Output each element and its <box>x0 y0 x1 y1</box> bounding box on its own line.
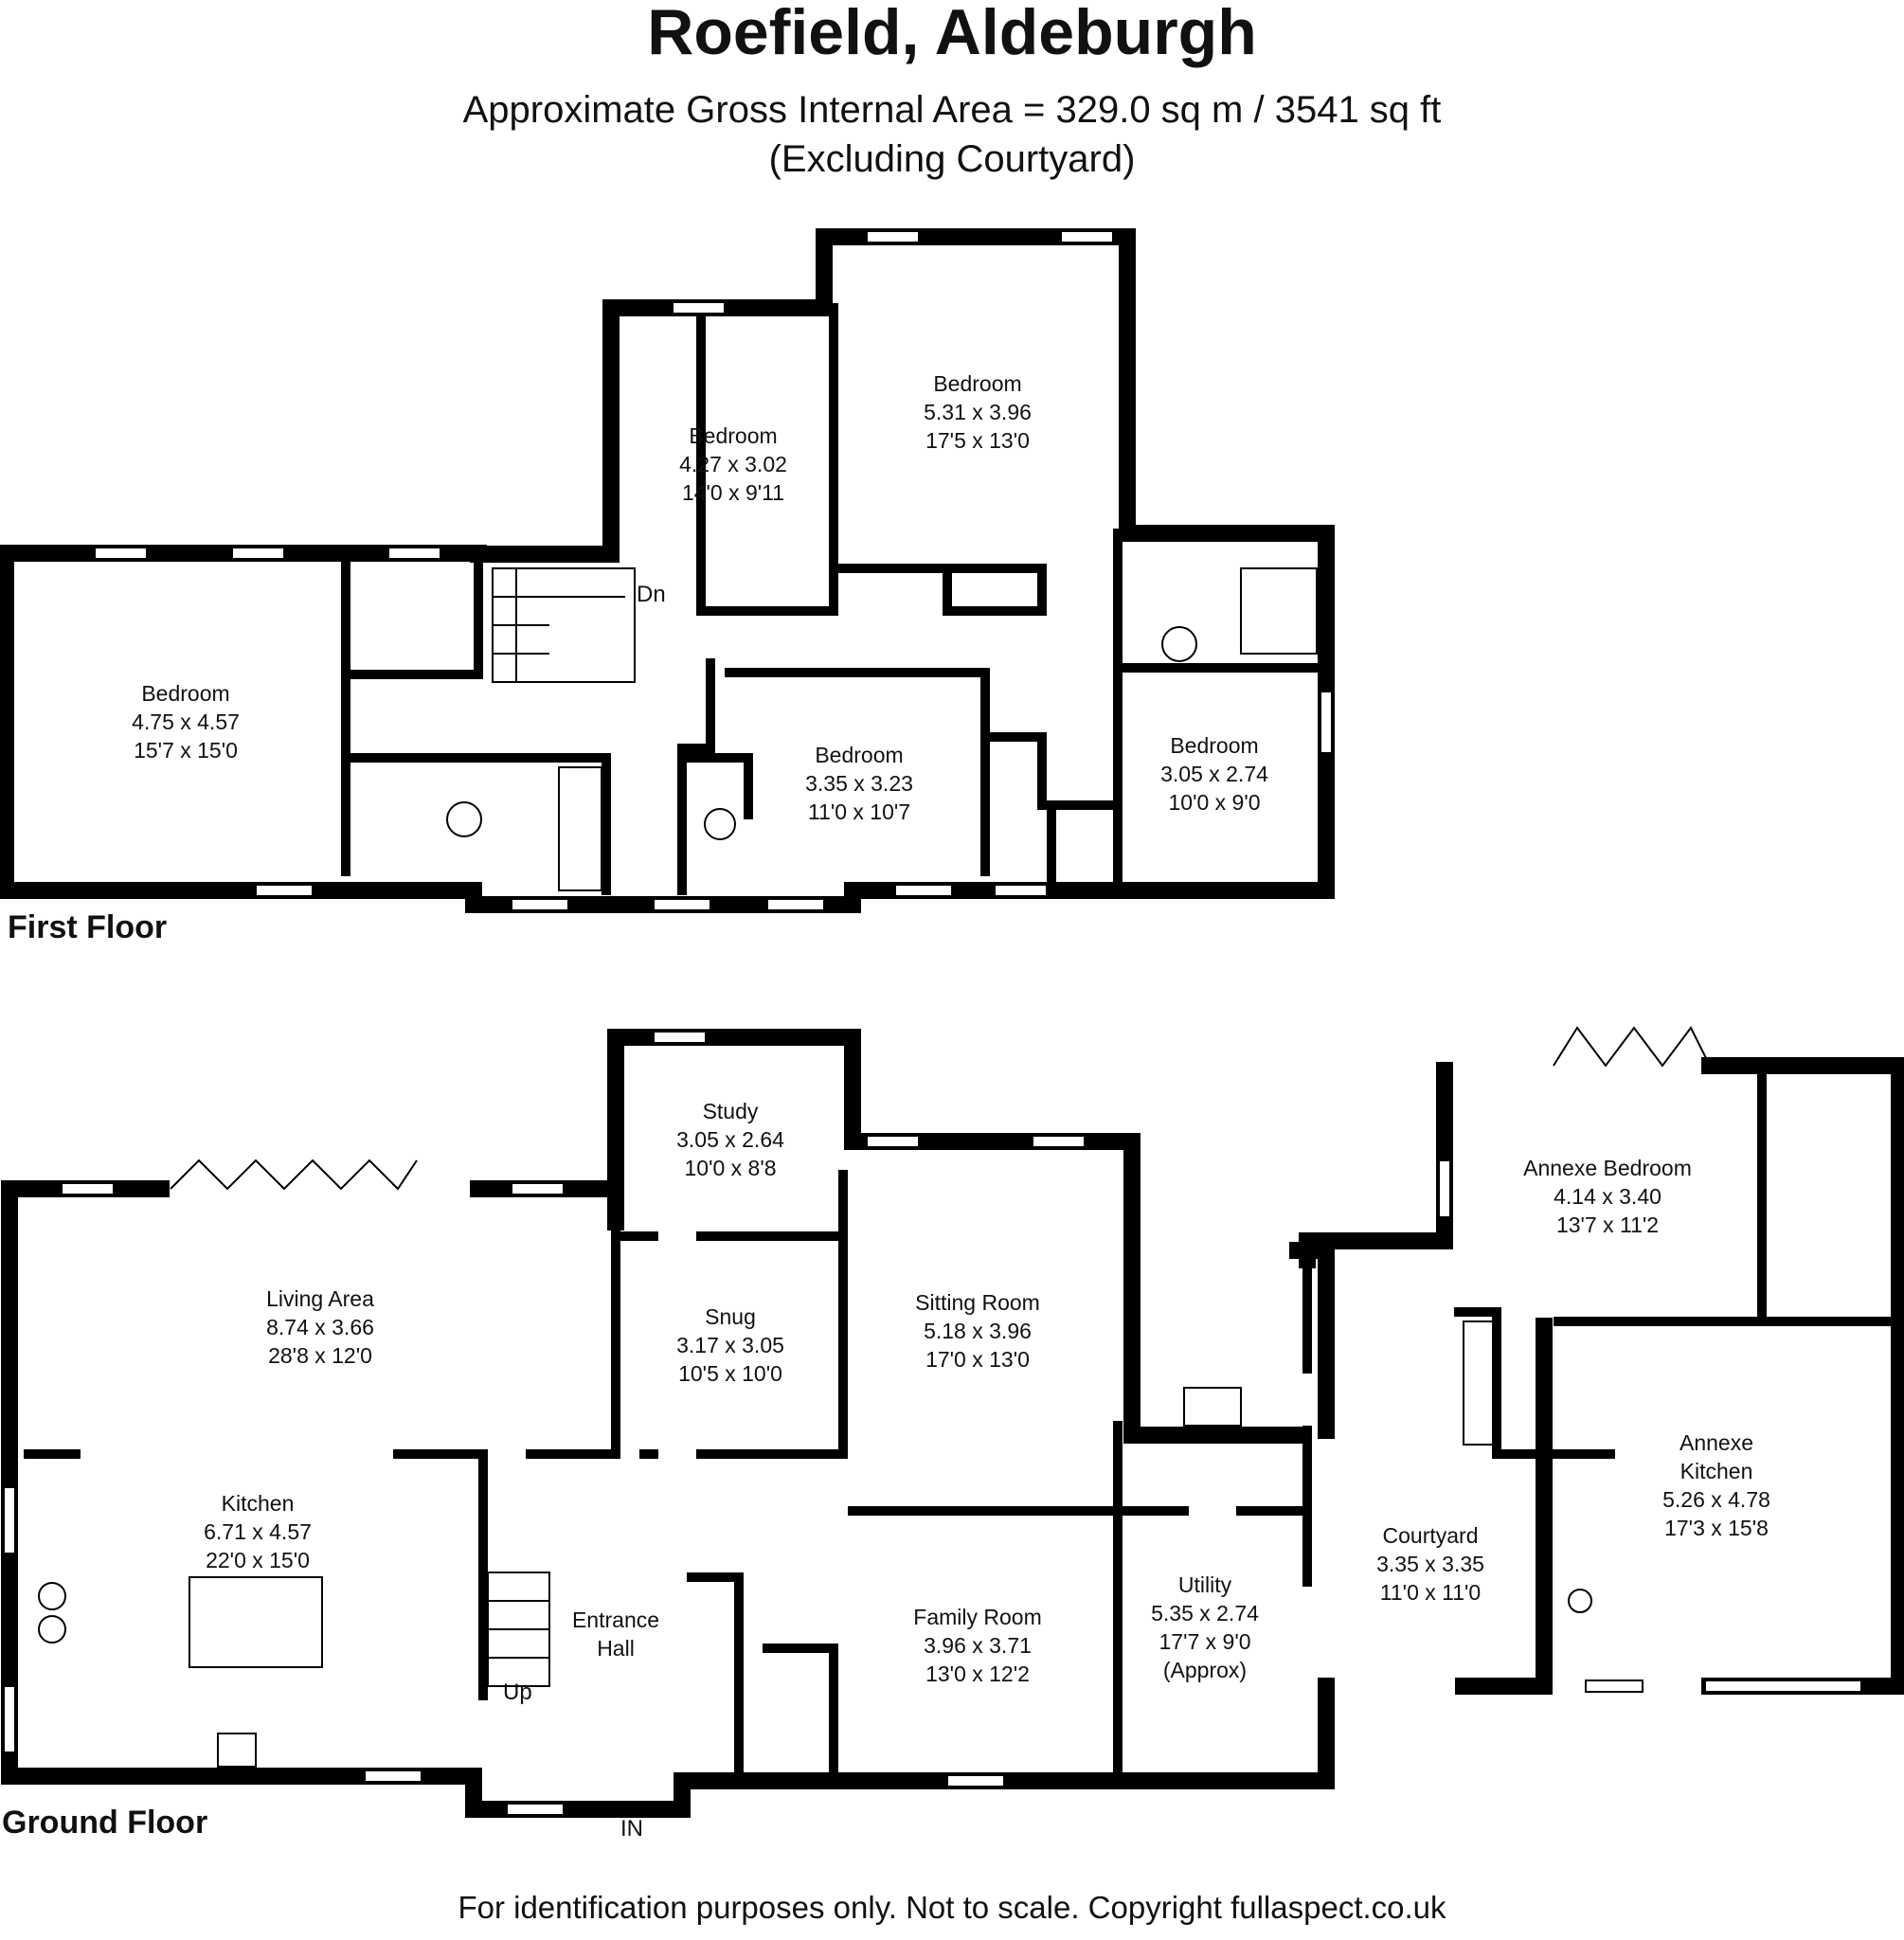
room-name: Courtyard <box>1382 1523 1479 1548</box>
area-note: (Excluding Courtyard) <box>768 138 1136 180</box>
room-imperial: 10'0 x 9'0 <box>1168 790 1261 815</box>
room-metric: 3.05 x 2.74 <box>1160 762 1268 786</box>
room-metric: 5.35 x 2.74 <box>1151 1601 1259 1626</box>
stairs-down-label: Dn <box>637 582 666 607</box>
copyright-footer: For identification purposes only. Not to… <box>458 1890 1446 1925</box>
room-name: Bedroom <box>1170 733 1259 758</box>
room-name: Family Room <box>913 1605 1042 1629</box>
room-imperial: 10'5 x 10'0 <box>678 1361 782 1386</box>
room-imperial: 17'5 x 13'0 <box>925 428 1030 453</box>
first-bedroom-3: Bedroom 5.31 x 3.96 17'5 x 13'0 <box>924 369 1032 455</box>
living-area: Living Area 8.74 x 3.66 28'8 x 12'0 <box>266 1284 374 1370</box>
room-name-line2: Hall <box>597 1636 635 1661</box>
room-imperial: 15'7 x 15'0 <box>134 738 238 763</box>
room-name: Living Area <box>266 1286 374 1311</box>
room-metric: 5.31 x 3.96 <box>924 400 1032 424</box>
kitchen: Kitchen 6.71 x 4.57 22'0 x 15'0 <box>204 1489 312 1574</box>
room-metric: 3.17 x 3.05 <box>676 1333 784 1357</box>
annexe-kitchen: Annexe Kitchen 5.26 x 4.78 17'3 x 15'8 <box>1662 1428 1770 1542</box>
room-name: Annexe Bedroom <box>1523 1156 1692 1180</box>
ground-floor-walls <box>1 1029 1904 1818</box>
first-bedroom-5: Bedroom 3.05 x 2.74 10'0 x 9'0 <box>1160 731 1268 817</box>
first-floor-walls <box>0 228 1335 913</box>
room-metric: 5.26 x 4.78 <box>1662 1487 1770 1512</box>
room-name: Snug <box>705 1304 756 1329</box>
room-metric: 4.14 x 3.40 <box>1554 1184 1662 1209</box>
first-floor-label: First Floor <box>8 909 168 945</box>
family-room: Family Room 3.96 x 3.71 13'0 x 12'2 <box>913 1603 1041 1688</box>
room-metric: 3.35 x 3.35 <box>1376 1552 1484 1576</box>
plan-title: Roefield, Aldeburgh <box>647 0 1257 68</box>
room-name: Bedroom <box>815 743 904 767</box>
annexe-bedroom: Annexe Bedroom 4.14 x 3.40 13'7 x 11'2 <box>1523 1154 1692 1239</box>
room-imperial: 11'0 x 11'0 <box>1379 1580 1482 1605</box>
room-name-line1: Entrance <box>571 1608 660 1632</box>
room-imperial: 14'0 x 9'11 <box>681 480 785 505</box>
windows <box>3 230 1862 1816</box>
room-imperial: 17'3 x 15'8 <box>1664 1516 1769 1540</box>
room-name: Sitting Room <box>915 1290 1040 1315</box>
sitting-room: Sitting Room 5.18 x 3.96 17'0 x 13'0 <box>915 1288 1040 1374</box>
stairs <box>487 567 636 1687</box>
first-bedroom-4: Bedroom 3.35 x 3.23 11'0 x 10'7 <box>805 741 913 826</box>
room-imperial: 17'7 x 9'0 <box>1159 1629 1251 1654</box>
room-imperial: 10'0 x 8'8 <box>684 1156 777 1180</box>
first-bedroom-1: Bedroom 4.75 x 4.57 15'7 x 15'0 <box>132 679 240 764</box>
courtyard: Courtyard 3.35 x 3.35 11'0 x 11'0 <box>1376 1521 1484 1607</box>
utility: Utility 5.35 x 2.74 17'7 x 9'0 (Approx) <box>1151 1571 1259 1684</box>
room-imperial: 11'0 x 10'7 <box>807 799 911 824</box>
fittings <box>38 567 1592 1768</box>
room-imperial: 13'7 x 11'2 <box>1555 1212 1660 1237</box>
room-imperial: 22'0 x 15'0 <box>206 1548 310 1572</box>
room-name: Kitchen <box>221 1491 295 1516</box>
gross-area-text: Approximate Gross Internal Area = 329.0 … <box>462 89 1442 131</box>
room-name: Bedroom <box>933 371 1022 396</box>
first-bedroom-2: Bedroom 4.27 x 3.02 14'0 x 9'11 <box>679 422 787 507</box>
room-metric: 4.27 x 3.02 <box>679 452 787 476</box>
ground-floor-label: Ground Floor <box>2 1805 208 1841</box>
room-metric: 5.18 x 3.96 <box>924 1319 1032 1343</box>
room-metric: 8.74 x 3.66 <box>266 1315 374 1339</box>
room-name: Utility <box>1177 1572 1232 1597</box>
room-name-line2: Kitchen <box>1679 1459 1753 1483</box>
room-name: Bedroom <box>689 423 778 448</box>
room-metric: 3.96 x 3.71 <box>924 1633 1032 1658</box>
room-note: (Approx) <box>1162 1658 1248 1682</box>
snug: Snug 3.17 x 3.05 10'5 x 10'0 <box>676 1302 784 1388</box>
room-metric: 6.71 x 4.57 <box>204 1519 312 1544</box>
entrance-hall: Entrance Hall <box>572 1606 659 1662</box>
room-metric: 4.75 x 4.57 <box>132 710 240 734</box>
room-name: Bedroom <box>141 681 230 706</box>
room-imperial: 17'0 x 13'0 <box>925 1347 1030 1372</box>
room-metric: 3.35 x 3.23 <box>805 771 913 796</box>
entrance-in-label: IN <box>620 1816 643 1841</box>
room-imperial: 13'0 x 12'2 <box>925 1662 1030 1686</box>
study: Study 3.05 x 2.64 10'0 x 8'8 <box>676 1097 784 1182</box>
room-metric: 3.05 x 2.64 <box>676 1127 784 1152</box>
bifold-doors <box>170 1026 1711 1191</box>
room-name-line1: Annexe <box>1679 1430 1753 1455</box>
room-imperial: 28'8 x 12'0 <box>268 1343 372 1368</box>
room-name: Study <box>702 1099 759 1123</box>
stairs-up-label: Up <box>503 1680 532 1705</box>
